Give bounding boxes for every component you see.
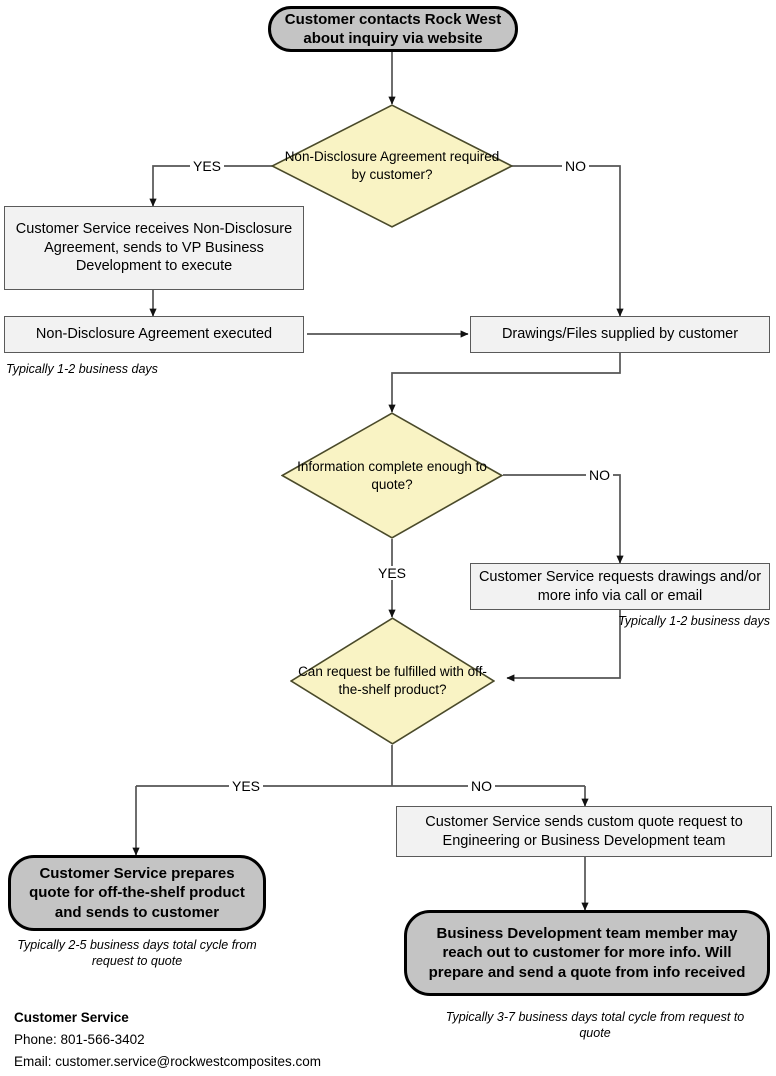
node-cs-receives-nda[interactable]: Customer Service receives Non-Disclosure…: [4, 206, 304, 290]
edge-label-d1-no: NO: [562, 159, 589, 173]
diamond-shape: [271, 104, 513, 228]
node-start-label: Customer contacts Rock West about inquir…: [284, 10, 502, 47]
node-cs-receives-nda-label: Customer Service receives Non-Disclosure…: [15, 220, 293, 275]
node-cs-requests-drawings-label: Customer Service requests drawings and/o…: [478, 568, 762, 604]
edge-p3-to-d2: [388, 353, 621, 413]
node-drawings-supplied-label: Drawings/Files supplied by customer: [501, 326, 739, 343]
contact-block: Customer Service Phone: 801-566-3402 Ema…: [14, 1007, 321, 1073]
node-start[interactable]: Customer contacts Rock West about inquir…: [268, 6, 518, 52]
node-end-custom-quote-label: Business Development team member may rea…: [428, 925, 746, 981]
node-drawings-supplied[interactable]: Drawings/Files supplied by customer: [470, 316, 770, 353]
node-decision-info-complete-label: Information complete enough to quote?: [297, 458, 487, 492]
caption-custom-cycle: Typically 3-7 business days total cycle …: [445, 1010, 745, 1040]
edge-d2-no-to-p4: [503, 474, 624, 564]
edge-label-d2-no: NO: [586, 468, 613, 482]
caption-info-request-cycle: Typically 1-2 business days: [618, 614, 770, 628]
contact-phone[interactable]: Phone: 801-566-3402: [14, 1031, 145, 1047]
contact-email[interactable]: Email: customer.service@rockwestcomposit…: [14, 1053, 322, 1069]
node-cs-sends-custom-quote-label: Customer Service sends custom quote requ…: [425, 813, 743, 849]
caption-off-the-shelf-cycle: Typically 2-5 business days total cycle …: [17, 938, 257, 968]
diamond-shape: [290, 617, 495, 745]
edge-d1-no-to-p3: [511, 165, 624, 317]
node-nda-executed[interactable]: Non-Disclosure Agreement executed: [4, 316, 304, 353]
contact-title: Customer Service: [14, 1010, 129, 1025]
node-decision-off-the-shelf-label: Can request be fulfilled with off-the-sh…: [298, 664, 487, 697]
node-decision-nda-required-label: Non-Disclosure Agreement required by cus…: [284, 149, 500, 182]
node-decision-info-complete[interactable]: Information complete enough to quote?: [281, 412, 503, 539]
node-end-off-the-shelf-quote-label: Customer Service prepares quote for off-…: [29, 865, 245, 921]
diamond-shape: [281, 412, 503, 539]
node-cs-sends-custom-quote[interactable]: Customer Service sends custom quote requ…: [396, 806, 772, 857]
edge-label-d2-yes: YES: [375, 566, 410, 580]
node-decision-nda-required[interactable]: Non-Disclosure Agreement required by cus…: [271, 104, 513, 228]
node-nda-executed-label: Non-Disclosure Agreement executed: [35, 326, 273, 343]
node-end-custom-quote[interactable]: Business Development team member may rea…: [404, 910, 770, 996]
node-decision-off-the-shelf[interactable]: Can request be fulfilled with off-the-sh…: [290, 617, 495, 745]
edge-label-d3-no: NO: [468, 779, 495, 793]
node-end-off-the-shelf-quote[interactable]: Customer Service prepares quote for off-…: [8, 855, 266, 931]
edge-label-d1-yes: YES: [190, 159, 225, 173]
node-cs-requests-drawings[interactable]: Customer Service requests drawings and/o…: [470, 563, 770, 610]
caption-nda-cycle: Typically 1-2 business days: [6, 362, 158, 376]
edge-label-d3-yes: YES: [229, 779, 264, 793]
